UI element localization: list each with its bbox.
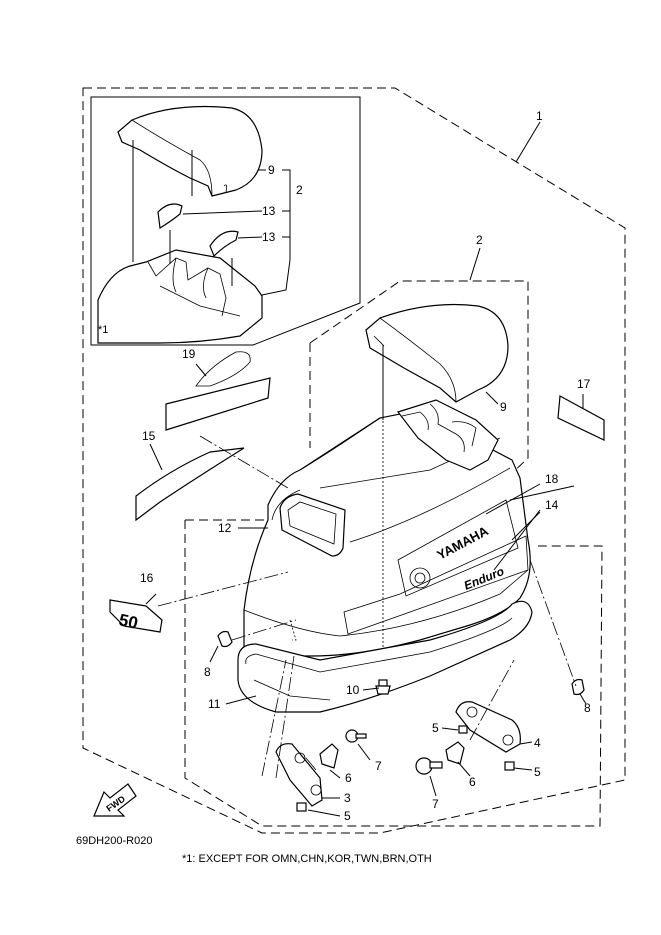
assembly-boundary-lower: [184, 519, 603, 827]
intake-ports: [397, 399, 499, 471]
callout-16: 16: [140, 571, 154, 585]
hood-window-12: [271, 489, 301, 521]
callout-7-left: 7: [375, 759, 382, 773]
callout-8-right: 8: [584, 701, 591, 715]
grommet-8-left: [217, 630, 233, 648]
top-cowling-body: [243, 411, 531, 657]
decal-17: [557, 395, 605, 441]
badge-16: 50: [109, 599, 163, 633]
assembly-boundary-2: [309, 280, 529, 481]
clip-6-right: [445, 741, 465, 765]
callout-2-inset: 2: [296, 183, 303, 197]
footnote: *1: EXCEPT FOR OMN,CHN,KOR,TWN,BRN,OTH: [182, 853, 432, 865]
callout-4: 4: [534, 736, 541, 750]
callout-7-right: 7: [432, 797, 439, 811]
callout-12: 12: [218, 521, 232, 535]
seal-11: [237, 600, 533, 713]
nut-5-b: [504, 761, 515, 771]
top-cover-9: [365, 303, 509, 403]
inset-box: [90, 96, 361, 346]
screw-7-right: [415, 757, 443, 775]
nut-5-a: [458, 725, 468, 734]
callout-19: 19: [182, 347, 196, 361]
callout-2-main: 2: [476, 233, 483, 247]
callout-9-inset: 9: [268, 163, 275, 177]
screw-7-left: [345, 729, 367, 743]
callout-17: 17: [577, 377, 591, 391]
callout-13-a: 13: [262, 204, 276, 218]
callout-6-right: 6: [469, 775, 476, 789]
callout-3: 3: [344, 791, 351, 805]
clip-6-left: [319, 743, 339, 769]
callout-5-c: 5: [344, 809, 351, 823]
decal-19: [165, 377, 271, 431]
inset-note: *1: [98, 324, 108, 336]
callout-5-b: 5: [534, 765, 541, 779]
decal-15: [135, 447, 245, 522]
decal-19-top: [195, 351, 251, 387]
diagram-code: 69DH200-R020: [76, 835, 152, 847]
nut-5-c: [296, 802, 307, 812]
callout-15: 15: [142, 429, 156, 443]
inset-content: [97, 105, 263, 344]
callout-5-a: 5: [432, 721, 439, 735]
callout-11: 11: [208, 697, 221, 711]
bolt-10: [375, 679, 391, 695]
callout-8-left: 8: [204, 665, 211, 679]
grommet-8-right: [571, 678, 585, 696]
callout-13-b: 13: [262, 230, 276, 244]
callout-10: 10: [346, 683, 360, 697]
callout-6-left: 6: [345, 771, 352, 785]
fwd-arrow-icon: FWD: [93, 783, 137, 817]
callout-1: 1: [536, 109, 543, 123]
callout-9-main: 9: [500, 400, 507, 414]
callout-18: 18: [545, 472, 559, 486]
callout-14: 14: [545, 498, 559, 512]
bracket-3: [275, 743, 323, 807]
badge-hp-text: 50: [117, 610, 139, 633]
